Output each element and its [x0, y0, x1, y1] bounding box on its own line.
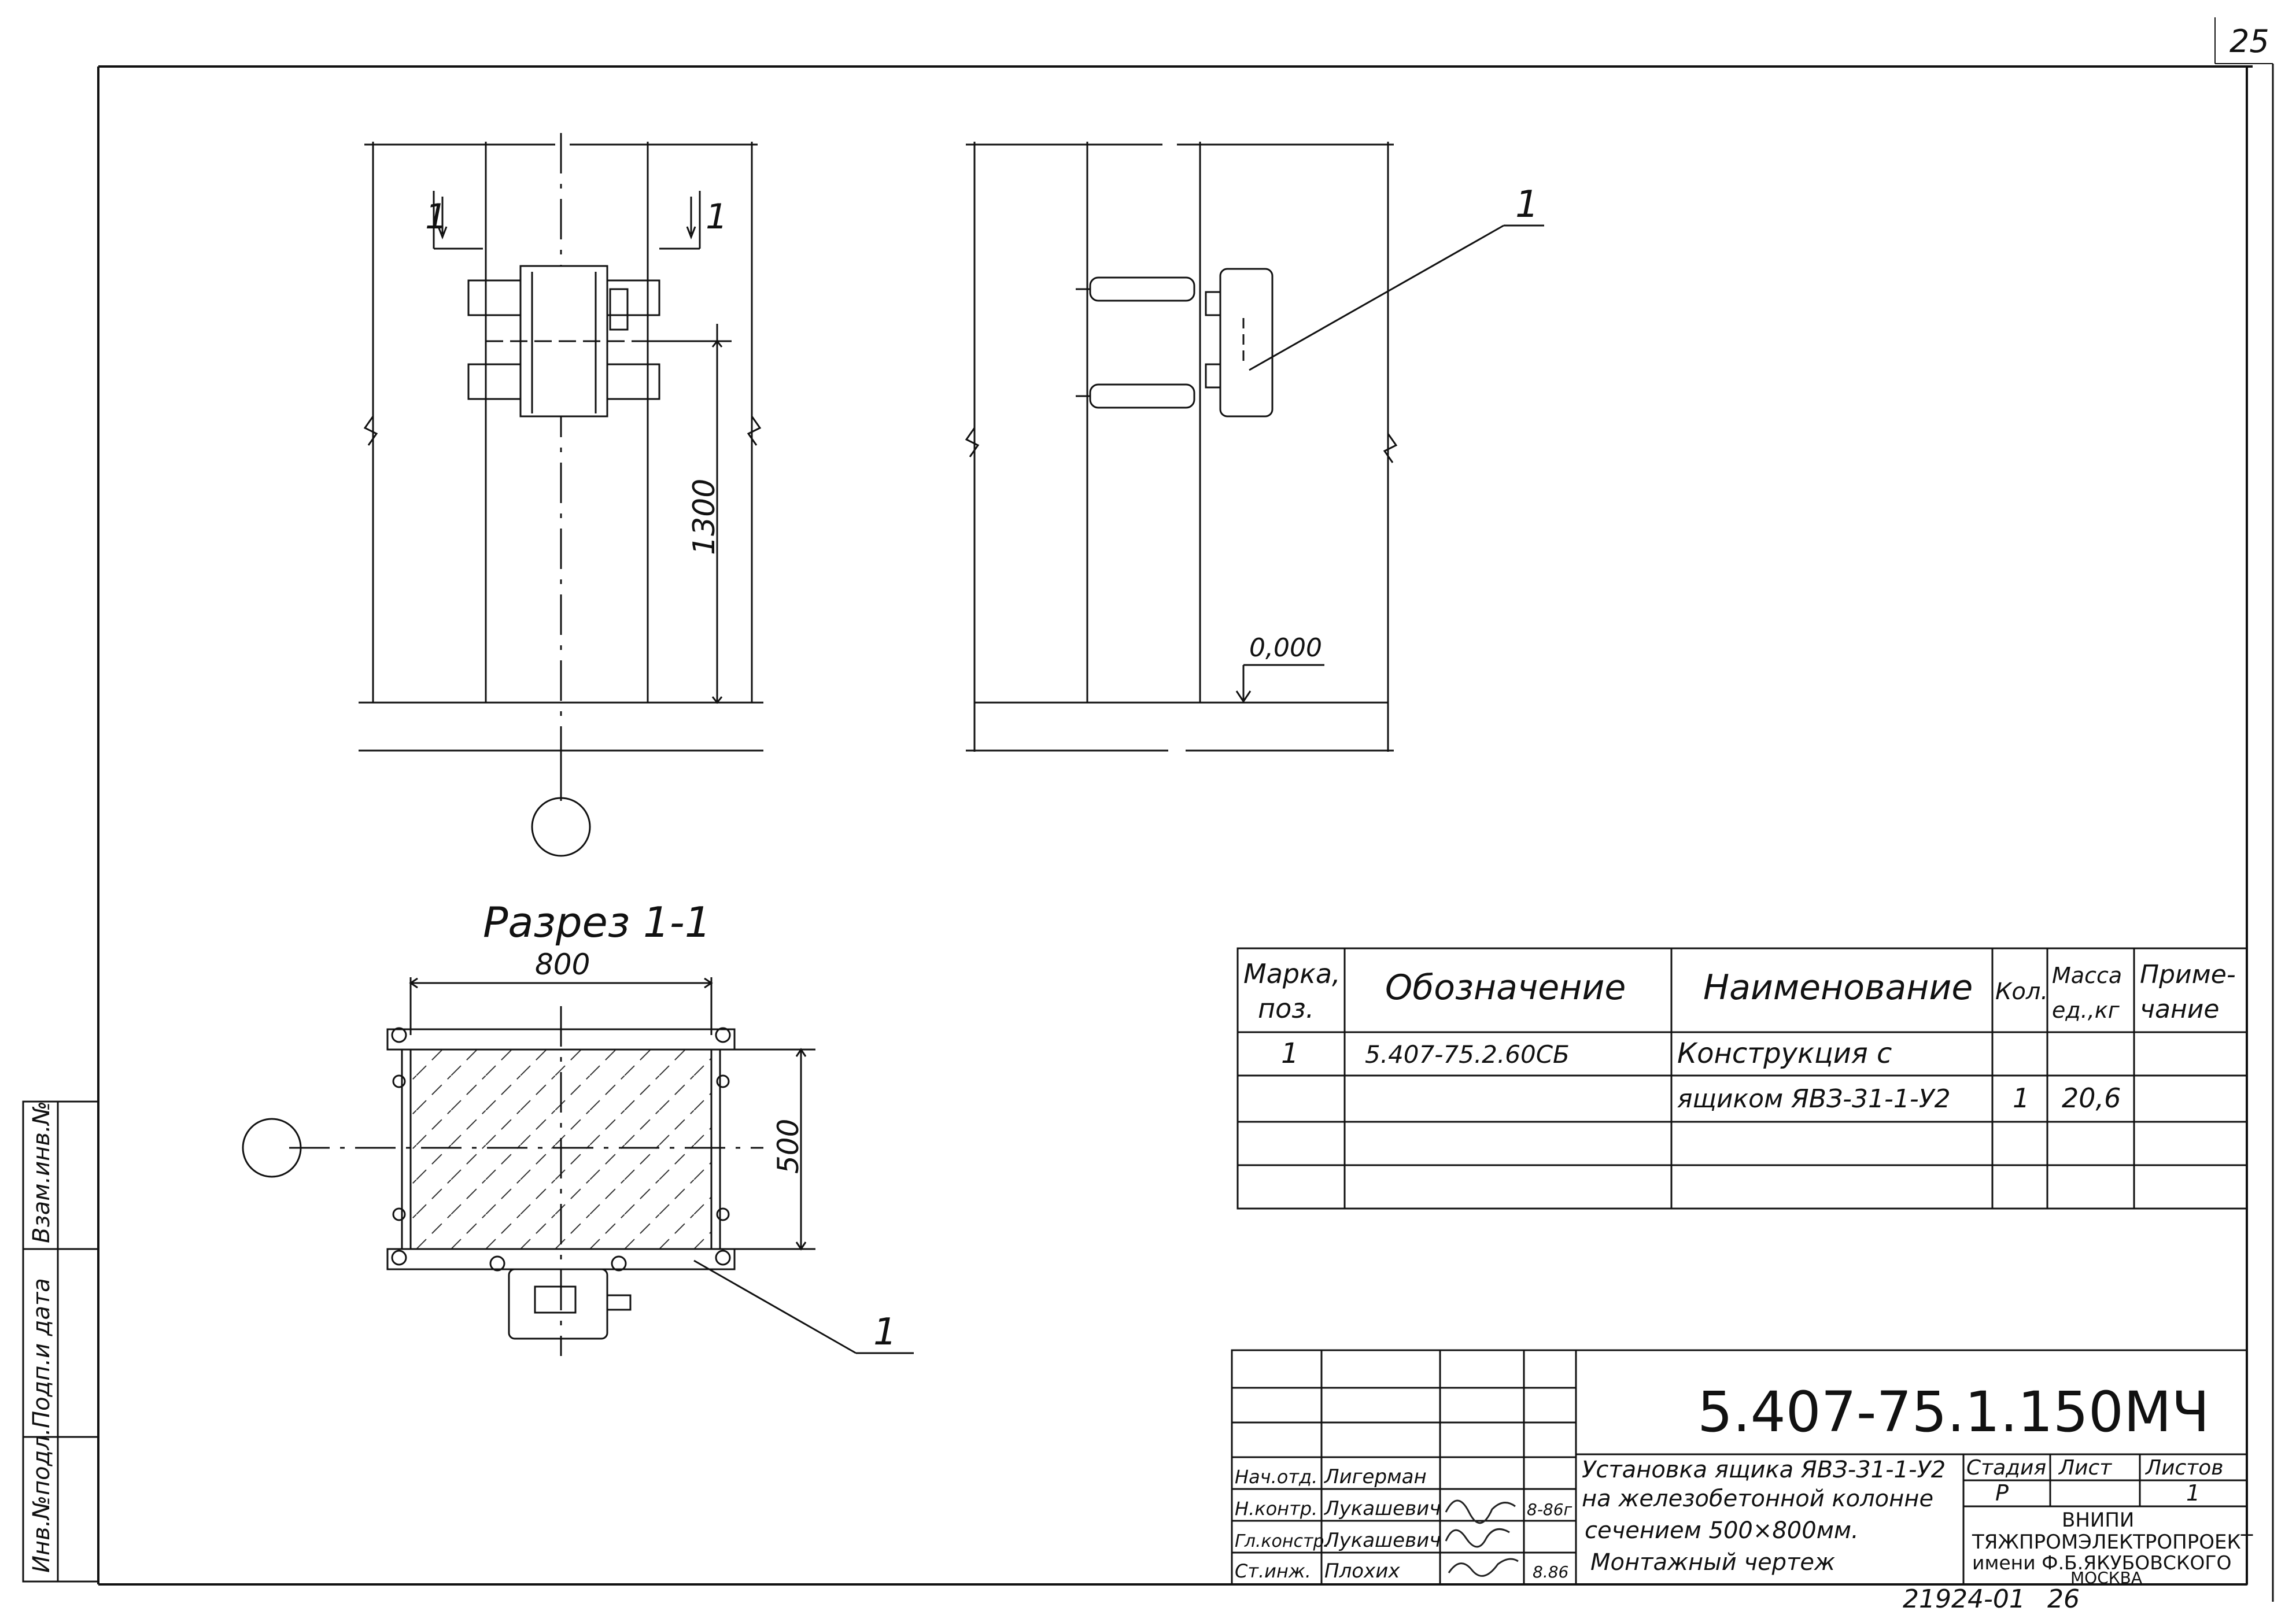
bottom-code: 21924-01 — [1903, 1584, 2025, 1611]
svg-text:1: 1 — [425, 197, 447, 237]
hdr-qty: Кол. — [1995, 978, 2048, 1005]
hdr-mark-line1: Марка, — [1243, 958, 1341, 989]
sheets-label: Листов — [2144, 1456, 2223, 1480]
signer-name-3: Лукашевич — [1323, 1529, 1441, 1552]
strip-sign-date: Подп.и дата — [28, 1278, 55, 1428]
hdr-designation: Обозначение — [1385, 967, 1626, 1008]
cut-label-right: 1 — [706, 197, 728, 237]
signer-name-1: Лигерман — [1323, 1465, 1427, 1488]
section-view — [289, 977, 914, 1356]
sheet-frame — [97, 17, 2274, 1602]
sheet-corner-number: 25 — [2229, 23, 2269, 60]
organization-block: ВНИПИ ТЯЖПРОМЭЛЕКТРОПРОЕКТ имени Ф.Б.ЯКУ… — [1972, 1509, 2253, 1587]
signer-role-4: Ст.инж. — [1235, 1560, 1311, 1582]
org-line-2: ТЯЖПРОМЭЛЕКТРОПРОЕКТ — [1972, 1531, 2253, 1554]
hdr-note-line2: чание — [2140, 995, 2219, 1024]
hdr-mass-line2: ед.,кг — [2052, 997, 2120, 1023]
callout-1-section: 1 — [873, 1311, 897, 1354]
spec-table-rows: 1 5.407-75.2.60СБ Конструкция с ящиком Я… — [1281, 1037, 2121, 1114]
hdr-mass-line1: Масса — [2052, 963, 2122, 988]
row1-name: Конструкция с — [1677, 1037, 1892, 1070]
bottom-page: 26 — [2047, 1584, 2080, 1611]
section-axis-marker-left — [242, 1118, 302, 1178]
title-text: Установка ящика ЯВЗ-31-1-У2 на железобет… — [1582, 1457, 1946, 1576]
spec-table-grid — [1236, 947, 2248, 1210]
signer-name-2: Лукашевич — [1323, 1497, 1441, 1520]
signer-date-4: 8.86 — [1533, 1562, 1568, 1582]
callout-1-side: 1 — [1515, 183, 1539, 226]
cut-label-left: 1 — [425, 197, 447, 237]
row1-designation: 5.407-75.2.60СБ — [1365, 1040, 1570, 1069]
title-line-4: Монтажный чертеж — [1590, 1549, 1835, 1576]
hdr-note-line1: Приме- — [2140, 960, 2236, 989]
elevation-mark: 0,000 — [1249, 633, 1322, 663]
title-line-2: на железобетонной колонне — [1582, 1486, 1933, 1512]
hdr-name: Наименование — [1703, 967, 1973, 1008]
side-elevation-view — [965, 142, 1544, 752]
section-axis-marker-top — [531, 797, 591, 857]
dim-1300: 1300 — [687, 479, 722, 555]
sheet-label: Лист — [2058, 1456, 2112, 1480]
org-line-1: ВНИПИ — [2062, 1509, 2134, 1532]
hdr-mark-line2: поз. — [1258, 993, 1314, 1024]
left-strip — [22, 1100, 99, 1583]
handwritten-signatures — [1445, 1499, 1519, 1577]
signer-name-4: Плохих — [1324, 1560, 1400, 1583]
title-line-3: сечением 500×800мм. — [1585, 1517, 1859, 1544]
dim-500: 500 — [772, 1119, 805, 1174]
strip-inv-no: Инв.№подл. — [28, 1428, 55, 1573]
spec-table-header: Марка, поз. Обозначение Наименование Кол… — [1243, 958, 2236, 1024]
signer-role-3: Гл.констр. — [1235, 1531, 1330, 1551]
signer-date-2: 8-86г — [1527, 1500, 1572, 1519]
row1-mark: 1 — [1281, 1037, 1299, 1070]
stage-sheet-labels: Стадия Лист Листов Р 1 — [1966, 1456, 2223, 1506]
row2-qty: 1 — [2013, 1082, 2029, 1114]
signer-role-2: Н.контр. — [1235, 1498, 1317, 1520]
front-elevation-view — [359, 133, 763, 801]
row2-mass: 20,6 — [2062, 1082, 2121, 1114]
title-line-1: Установка ящика ЯВЗ-31-1-У2 — [1582, 1457, 1946, 1483]
signers: Нач.отд. Лигерман Н.контр. Лукашевич 8-8… — [1235, 1465, 1572, 1583]
sheets-value: 1 — [2186, 1480, 2200, 1506]
section-title: Разрез 1-1 — [483, 898, 711, 947]
title-block-grid — [1231, 1349, 2248, 1586]
stage-label: Стадия — [1966, 1456, 2046, 1480]
stage-value: Р — [1995, 1480, 2009, 1506]
svg-text:1: 1 — [706, 197, 728, 237]
doc-number: 5.407-75.1.150МЧ — [1697, 1380, 2210, 1444]
dim-800: 800 — [535, 948, 590, 981]
signer-role-1: Нач.отд. — [1235, 1466, 1317, 1488]
org-line-3: имени Ф.Б.ЯКУБОВСКОГО — [1972, 1551, 2231, 1574]
row2-name: ящиком ЯВЗ-31-1-У2 — [1677, 1084, 1951, 1114]
org-line-4: МОСКВА — [2070, 1568, 2142, 1587]
strip-replace-inv: Взам.инв.№ — [28, 1101, 55, 1243]
